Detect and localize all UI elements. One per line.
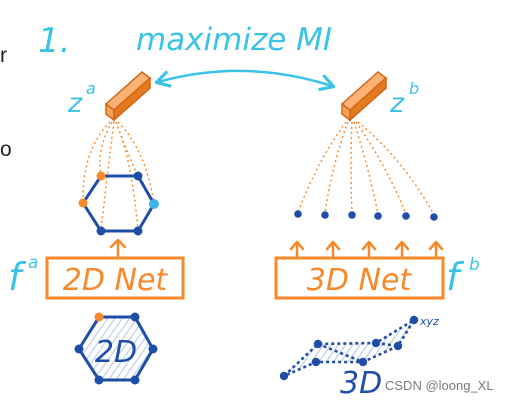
csdn-watermark: CSDN @loong_XL	[385, 378, 494, 393]
function-superscript-right: b	[469, 255, 480, 275]
embedding-superscript-left: a	[86, 79, 96, 98]
function-label-right: f	[446, 255, 465, 299]
encoder-2d-label: 2D Net	[63, 263, 169, 298]
input-2d-label: 2D	[95, 335, 137, 370]
heading: 1. maximize MI	[38, 21, 332, 61]
embedding-box-right	[340, 71, 388, 122]
embedding-box-left	[104, 71, 152, 122]
step-number: 1.	[38, 21, 70, 61]
node-features-right	[294, 210, 438, 221]
mi-double-arrow	[154, 69, 336, 92]
objective-label: maximize MI	[136, 22, 332, 58]
input-3d-conformer: xyz 3D	[279, 315, 439, 401]
output-arrows-right	[289, 240, 444, 259]
function-label-left: f	[8, 255, 27, 299]
embedding-label-right: z	[389, 88, 405, 119]
encoder-3d-label: 3D Net	[307, 263, 413, 298]
embedding-label-left: z	[67, 88, 83, 119]
encoder-2d-net: 2D Net	[45, 256, 185, 300]
embedding-superscript-right: b	[409, 79, 419, 98]
function-superscript-left: a	[28, 253, 38, 273]
input-2d-molecule: 2D	[74, 312, 158, 385]
output-arrows-left	[109, 238, 127, 259]
coordinate-tag: xyz	[419, 315, 439, 328]
graph-hexagon-left	[78, 171, 159, 236]
pooling-lines-right	[297, 121, 435, 216]
cropped-text-fragment-top: r	[0, 44, 7, 67]
encoder-3d-net: 3D Net	[274, 256, 445, 300]
input-3d-label: 3D	[340, 366, 382, 401]
cropped-text-fragment-middle: o	[0, 138, 12, 161]
